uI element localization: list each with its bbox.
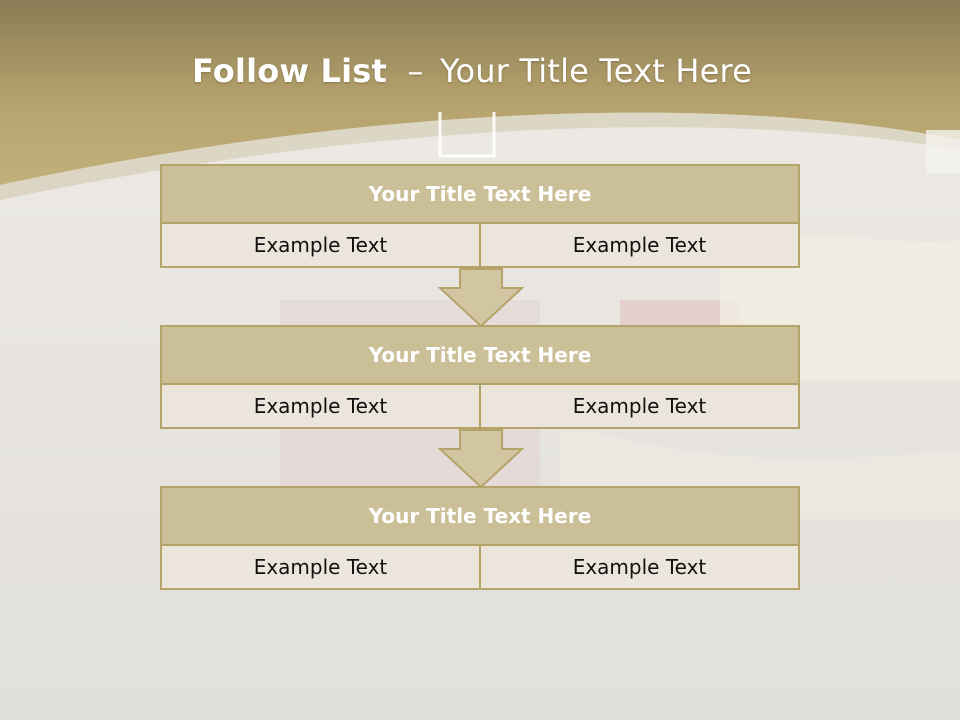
step-box-title: Your Title Text Here	[162, 327, 798, 383]
title-separator: –	[407, 52, 424, 90]
step-box-cell-left: Example Text	[162, 385, 479, 427]
step-box-title: Your Title Text Here	[162, 488, 798, 544]
title-subtitle-text: Your Title Text Here	[440, 52, 753, 90]
step-box-cell-right: Example Text	[481, 546, 798, 588]
title-bold-text: Follow List	[191, 52, 388, 90]
down-arrow-icon	[438, 429, 524, 489]
step-box-1: Your Title Text Here Example Text Exampl…	[160, 164, 800, 268]
step-box-title: Your Title Text Here	[162, 166, 798, 222]
step-box-cell-right: Example Text	[481, 385, 798, 427]
step-box-cell-left: Example Text	[162, 546, 479, 588]
step-box-cell-right: Example Text	[481, 224, 798, 266]
step-box-2: Your Title Text Here Example Text Exampl…	[160, 325, 800, 429]
down-arrow-icon	[438, 268, 524, 328]
slide-title: Follow List – Your Title Text Here	[0, 52, 944, 90]
step-box-3: Your Title Text Here Example Text Exampl…	[160, 486, 800, 590]
step-box-cell-left: Example Text	[162, 224, 479, 266]
